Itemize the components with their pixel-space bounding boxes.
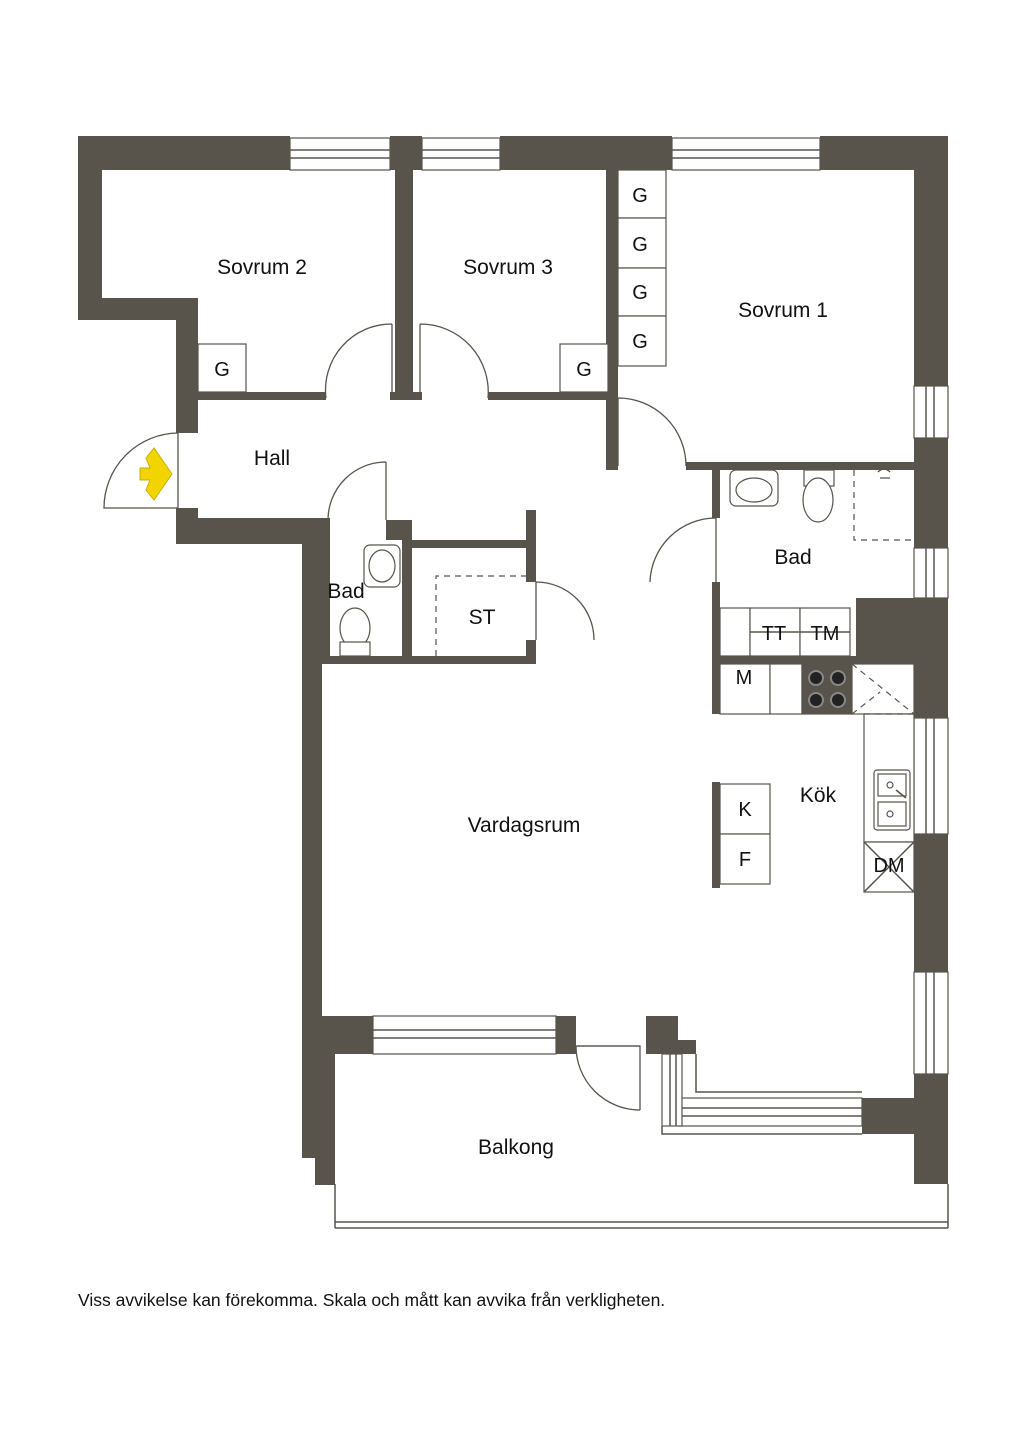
- wardrobe-label-sovrum2: G: [214, 359, 230, 381]
- fixture-label-tt: TT: [762, 623, 786, 645]
- fixture-label-tm: TM: [811, 623, 840, 645]
- room-label-sovrum3: Sovrum 3: [463, 256, 553, 279]
- doors: [103, 323, 717, 1111]
- wardrobe-label-1: G: [632, 185, 648, 207]
- fixture-label-dm: DM: [873, 855, 904, 877]
- storage-outline: [435, 575, 526, 656]
- room-label-balkong: Balkong: [478, 1136, 554, 1159]
- room-label-hall: Hall: [254, 447, 290, 470]
- room-label-kok: Kök: [800, 784, 837, 807]
- wardrobe-label-3: G: [632, 282, 648, 304]
- wardrobes: [197, 169, 667, 393]
- wardrobe-label-sovrum3: G: [576, 359, 592, 381]
- wardrobe-label-2: G: [632, 234, 648, 256]
- room-label-st: ST: [469, 606, 496, 629]
- fixture-label-k: K: [738, 799, 752, 821]
- entrance-arrow-icon: [139, 447, 173, 501]
- wardrobe-label-4: G: [632, 331, 648, 353]
- windows: [289, 137, 949, 1135]
- room-label-sovrum2: Sovrum 2: [217, 256, 307, 279]
- room-label-sovrum1: Sovrum 1: [738, 299, 828, 322]
- room-label-vardagsrum: Vardagsrum: [468, 814, 581, 837]
- kitchen-fixtures: [719, 607, 915, 893]
- fixture-label-m: M: [736, 667, 753, 689]
- bathroom-fixtures: [339, 468, 914, 657]
- fixture-label-f: F: [739, 849, 751, 871]
- room-label-bad-small: Bad: [327, 580, 364, 603]
- walls: [78, 136, 948, 1185]
- balcony: [334, 1184, 949, 1229]
- room-label-bad-large: Bad: [774, 546, 811, 569]
- disclaimer-text: Viss avvikelse kan förekomma. Skala och …: [78, 1290, 666, 1310]
